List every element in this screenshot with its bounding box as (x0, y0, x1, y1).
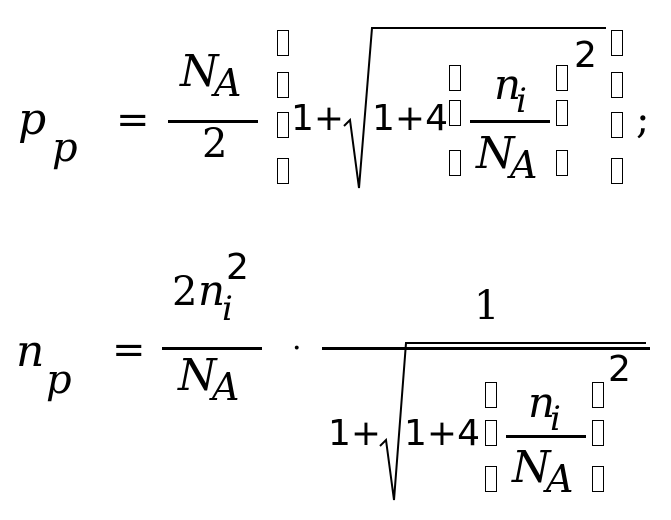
ratio-denominator-N: N (512, 442, 551, 493)
bracket-glyph-box (485, 466, 497, 492)
big-numerator-1: 1 (474, 283, 500, 329)
bracket-glyph-box (277, 158, 289, 184)
numerator-n: n (198, 266, 226, 315)
one-plus: 1+ (291, 98, 345, 139)
frac-denominator-2: 2 (202, 121, 228, 167)
multiplication-dot: · (292, 331, 302, 366)
frac-numerator-sub-A: A (214, 61, 242, 105)
coefficient-2: 2 (172, 269, 198, 315)
denominator-sub-A: A (212, 365, 240, 409)
bracket-glyph-box (556, 150, 568, 176)
bracket-glyph-box (611, 112, 623, 138)
one-plus: 1+ (328, 413, 382, 454)
exponent-2: 2 (574, 35, 597, 76)
bracket-glyph-box (277, 72, 289, 98)
bracket-glyph-box (592, 466, 604, 492)
inner-one-plus-four: 1+4 (372, 98, 448, 139)
lhs-variable-n: n (16, 326, 45, 377)
ratio-numerator-sub-i: i (550, 399, 561, 439)
bracket-glyph-box (277, 112, 289, 138)
bracket-glyph-box (449, 100, 461, 126)
equals-sign: = (112, 327, 146, 373)
semicolon: ; (636, 97, 650, 143)
bracket-glyph-box (449, 65, 461, 91)
equals-sign: = (116, 97, 150, 143)
bracket-glyph-box (611, 158, 623, 184)
bracket-glyph-box (556, 65, 568, 91)
denominator-N: N (178, 350, 217, 401)
lhs-subscript-p: p (46, 357, 72, 403)
bracket-glyph-box (592, 420, 604, 446)
ratio-numerator-sub-i: i (516, 81, 527, 121)
ratio-denominator-N: N (476, 128, 515, 179)
ratio-fraction-bar (506, 435, 586, 438)
frac-numerator-N: N (180, 46, 219, 97)
exponent-2: 2 (608, 349, 631, 390)
bracket-glyph-box (611, 72, 623, 98)
bracket-glyph-box (611, 30, 623, 56)
bracket-glyph-box (485, 420, 497, 446)
lhs-subscript-p: p (52, 125, 78, 171)
bracket-glyph-box (592, 382, 604, 408)
ratio-denominator-sub-A: A (546, 457, 574, 501)
lhs-variable-p: p (18, 94, 47, 145)
numerator-sub-i: i (222, 289, 233, 329)
inner-one-plus-four: 1+4 (404, 413, 480, 454)
fraction-bar (162, 347, 262, 350)
ratio-numerator-n: n (528, 378, 556, 427)
numerator-sup-2: 2 (226, 247, 249, 288)
bracket-glyph-box (556, 100, 568, 126)
bracket-glyph-box (485, 382, 497, 408)
ratio-denominator-sub-A: A (510, 143, 538, 187)
big-fraction-bar (322, 347, 650, 350)
ratio-fraction-bar (470, 120, 550, 123)
ratio-numerator-n: n (494, 60, 522, 109)
bracket-glyph-box (449, 150, 461, 176)
fraction-bar (168, 120, 258, 123)
bracket-glyph-box (277, 30, 289, 56)
